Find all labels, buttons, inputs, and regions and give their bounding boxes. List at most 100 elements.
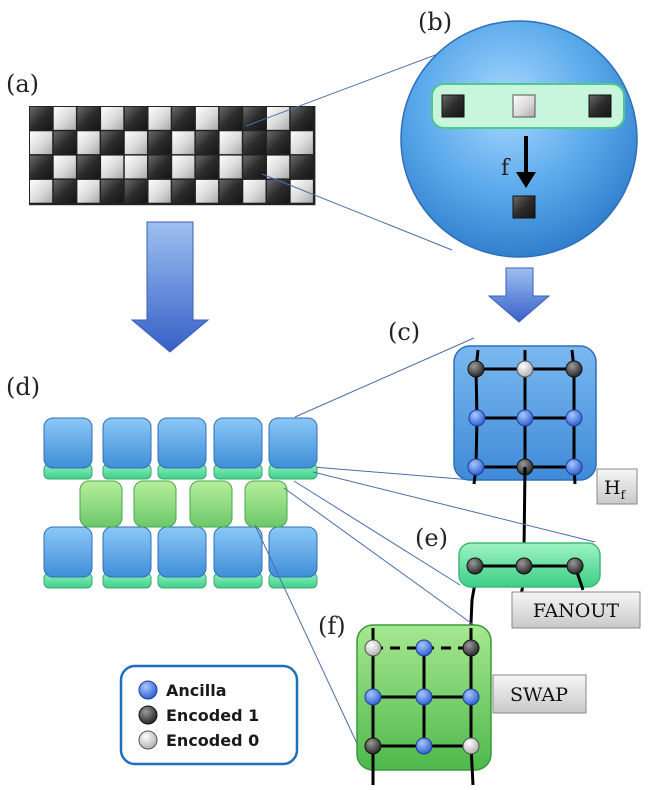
- ancilla-node: [415, 639, 433, 657]
- grid-cell: [30, 107, 53, 130]
- grid-cell: [290, 131, 313, 155]
- grid-cell: [243, 131, 266, 155]
- grid-cell: [124, 107, 147, 130]
- encoded-one-node: [467, 360, 485, 378]
- grid-cell: [290, 179, 313, 203]
- tile-block: [43, 417, 93, 469]
- tile-green: [133, 480, 177, 528]
- grid-cell: [195, 107, 219, 130]
- hf-nodes: [467, 360, 583, 476]
- ancilla-node: [467, 458, 485, 476]
- tile-block: [102, 526, 152, 578]
- grid-cell: [267, 107, 290, 130]
- f-arrow-label: f: [501, 156, 511, 181]
- label-e: (e): [415, 524, 448, 552]
- bit-output: [512, 195, 536, 219]
- encoded-one-node: [364, 737, 382, 755]
- grid-cell: [30, 155, 53, 179]
- grid-cell: [219, 107, 242, 130]
- zoom-lines-c: [294, 337, 475, 481]
- grid-cell: [172, 155, 195, 179]
- encoded-one-node: [566, 557, 584, 575]
- encoded-one-node: [515, 557, 533, 575]
- grid-cell: [148, 131, 171, 155]
- grid-cell: [53, 155, 76, 179]
- ancilla-node: [516, 409, 534, 427]
- ancilla-node: [415, 688, 433, 706]
- grid-cell: [53, 107, 76, 130]
- legend-encoded-one-icon: [138, 705, 158, 725]
- label-d: (d): [6, 373, 40, 401]
- encoded-one-node: [466, 557, 484, 575]
- grid-cell: [195, 131, 219, 155]
- grid-cell: [148, 179, 171, 203]
- fanout-nodes: [466, 557, 584, 575]
- label-b: (b): [418, 8, 452, 36]
- grid-cell: [172, 179, 195, 203]
- grid-cell: [148, 107, 171, 130]
- tile-block: [213, 526, 263, 578]
- grid-cell: [243, 179, 266, 203]
- grid-cell: [101, 179, 124, 203]
- ancilla-node: [415, 737, 433, 755]
- grid-cell: [124, 179, 147, 203]
- legend-ancilla-label: Ancilla: [166, 681, 227, 700]
- encoded-zero-node: [462, 737, 480, 755]
- legend-encoded-zero-icon: [138, 730, 158, 750]
- ancilla-node: [462, 688, 480, 706]
- grid-cell: [77, 131, 100, 155]
- grid-cell: [124, 131, 147, 155]
- tile-block: [268, 417, 318, 469]
- grid-cell: [243, 107, 266, 130]
- grid-cell: [101, 107, 124, 130]
- label-f: (f): [318, 612, 346, 640]
- label-c: (c): [388, 318, 420, 346]
- encoded-one-node: [565, 360, 583, 378]
- swap-nodes: [364, 639, 480, 755]
- hf-label: Hf: [604, 477, 627, 502]
- tile-array-d: [43, 417, 318, 589]
- swap-label-box: [492, 674, 587, 714]
- arrow-a-to-d: [130, 221, 210, 353]
- bit-grid-panel-a: [29, 106, 316, 206]
- grid-cell: [267, 131, 290, 155]
- grid-cell: [148, 155, 171, 179]
- grid-cell: [77, 155, 100, 179]
- grid-cell: [77, 179, 100, 203]
- ancilla-node: [565, 409, 583, 427]
- tile-block: [102, 417, 152, 469]
- grid-cell: [195, 155, 219, 179]
- hf-label-box: [596, 468, 638, 505]
- tile-green: [189, 480, 233, 528]
- grid-cell: [172, 131, 195, 155]
- fanout-label-box: [511, 591, 641, 629]
- ancilla-node: [364, 688, 382, 706]
- grid-cell: [243, 155, 266, 179]
- grid-cell: [172, 107, 195, 130]
- grid-cell: [30, 179, 53, 203]
- legend-ancilla-icon: [138, 680, 158, 700]
- fanout-label: FANOUT: [533, 600, 619, 622]
- grid-cell: [124, 155, 147, 179]
- zoom-lines-e-f: [254, 471, 596, 751]
- swap-label: SWAP: [510, 684, 568, 706]
- legend-encoded-zero-label: Encoded 0: [166, 731, 259, 750]
- grid-cell: [219, 179, 242, 203]
- bit-light-middle: [512, 94, 536, 118]
- ancilla-node: [565, 458, 583, 476]
- zoom-lines-b: [245, 41, 471, 251]
- legend-encoded-one-label: Encoded 1: [166, 706, 259, 725]
- grid-cell: [77, 107, 100, 130]
- grid-cell: [267, 179, 290, 203]
- legend-box: [119, 664, 299, 766]
- tile-block: [157, 417, 207, 469]
- tile-block: [43, 526, 93, 578]
- grid-cell: [53, 131, 76, 155]
- grid-cell: [219, 131, 242, 155]
- bit-dark-right: [588, 94, 612, 118]
- encoded-one-node: [462, 639, 480, 657]
- grid-cell: [219, 155, 242, 179]
- tile-green: [79, 480, 123, 528]
- grid-cell: [30, 131, 53, 155]
